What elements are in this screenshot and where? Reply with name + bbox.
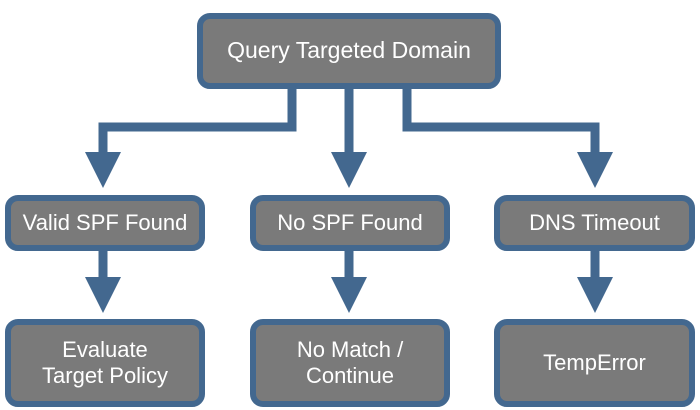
node-no-match-continue: No Match / Continue (250, 319, 450, 407)
node-temperror: TempError (494, 319, 695, 407)
node-no-spf-found: No SPF Found (250, 195, 450, 251)
connector-root-dns-timeout (402, 86, 613, 188)
node-label: Query Targeted Domain (227, 37, 471, 64)
node-valid-spf-found: Valid SPF Found (5, 195, 205, 251)
node-dns-timeout: DNS Timeout (494, 195, 695, 251)
node-label: No Match / Continue (296, 336, 404, 388)
node-label: TempError (543, 349, 646, 375)
node-label: DNS Timeout (529, 209, 660, 235)
node-label: No SPF Found (277, 209, 423, 235)
connector-root-valid-spf (85, 86, 297, 188)
node-label: Evaluate Target Policy (42, 336, 168, 388)
node-evaluate-target-policy: Evaluate Target Policy (5, 319, 205, 407)
node-query-targeted-domain: Query Targeted Domain (197, 13, 501, 89)
node-label: Valid SPF Found (22, 209, 188, 235)
